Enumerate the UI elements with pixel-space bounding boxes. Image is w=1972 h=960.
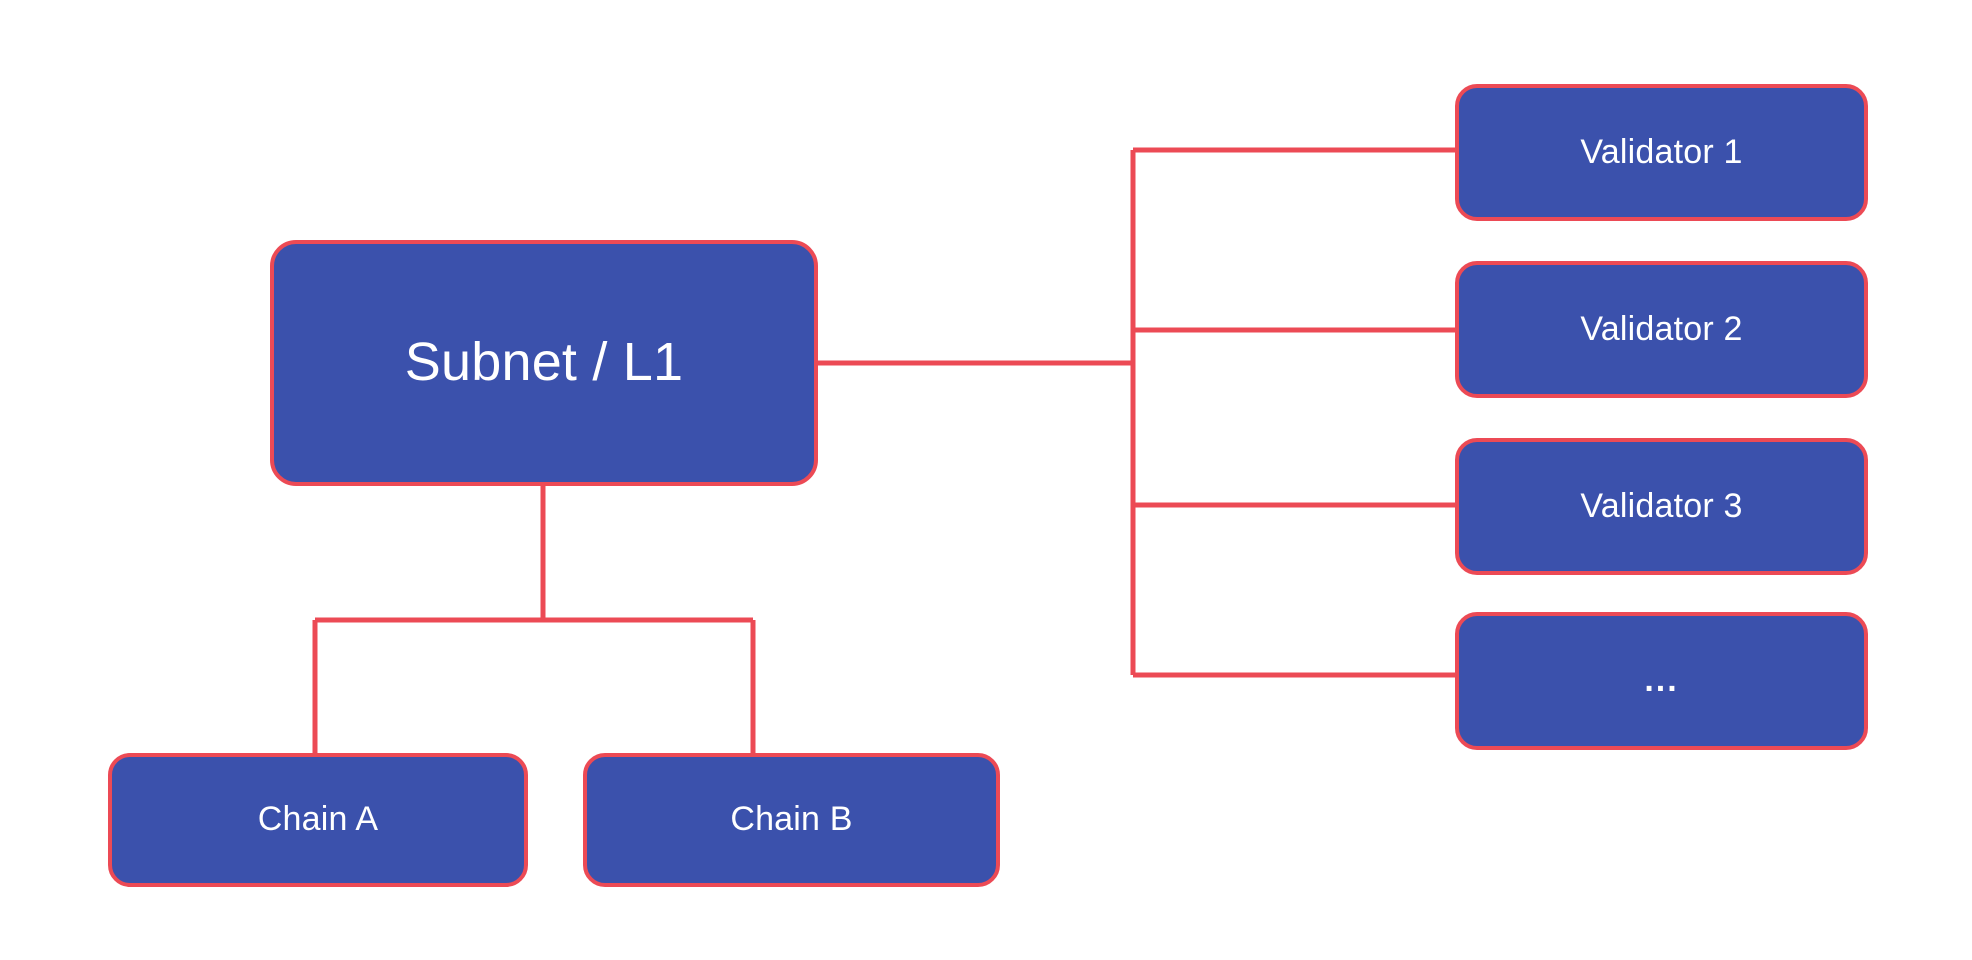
node-chain-a[interactable]: Chain A bbox=[108, 753, 528, 887]
node-subnet-l1-label: Subnet / L1 bbox=[404, 332, 684, 393]
node-validator-2-label: Validator 2 bbox=[1580, 309, 1743, 348]
node-chain-b-label: Chain B bbox=[730, 800, 853, 839]
node-validator-2[interactable]: Validator 2 bbox=[1455, 261, 1868, 398]
node-validator-3[interactable]: Validator 3 bbox=[1455, 438, 1868, 575]
node-validator-3-label: Validator 3 bbox=[1580, 486, 1743, 525]
node-validator-1-label: Validator 1 bbox=[1580, 132, 1743, 171]
node-validator-more[interactable]: ... bbox=[1455, 612, 1868, 750]
node-validator-1[interactable]: Validator 1 bbox=[1455, 84, 1868, 221]
node-subnet-l1[interactable]: Subnet / L1 bbox=[270, 240, 818, 486]
node-chain-a-label: Chain A bbox=[257, 800, 379, 839]
node-validator-more-label: ... bbox=[1644, 661, 1679, 700]
node-chain-b[interactable]: Chain B bbox=[583, 753, 1000, 887]
